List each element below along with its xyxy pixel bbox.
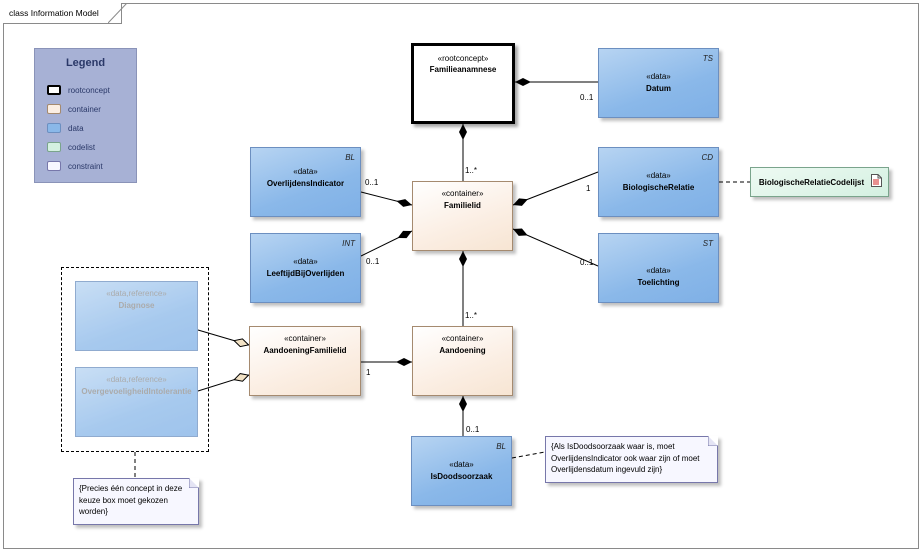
class-toelichting[interactable]: ST «data» Toelichting bbox=[598, 233, 719, 303]
legend-label: container bbox=[68, 104, 101, 114]
stereotype: «data,reference» bbox=[106, 289, 167, 298]
multiplicity-familielid: 1..* bbox=[465, 166, 478, 175]
class-name: Diagnose bbox=[118, 301, 155, 310]
legend-item-data: data bbox=[47, 122, 84, 134]
class-name: Aandoening bbox=[439, 346, 486, 355]
legend-label: constraint bbox=[68, 161, 103, 171]
class-name: BiologischeRelatie bbox=[622, 183, 695, 192]
note-doodsoorzaak-constraint: {Als IsDoodsoorzaak waar is, moet Overli… bbox=[545, 436, 718, 483]
multiplicity-overlijdensindicator: 0..1 bbox=[365, 178, 379, 187]
type-tag: CD bbox=[701, 153, 713, 162]
type-tag: INT bbox=[342, 239, 355, 248]
assoc-familielid-leeftijdbijoverlijden bbox=[360, 230, 413, 257]
class-datum[interactable]: TS «data» Datum bbox=[598, 48, 719, 118]
note-text: {Precies één concept in deze keuze box m… bbox=[79, 484, 183, 517]
note-fold-icon bbox=[708, 436, 718, 446]
note-text: {Als IsDoodsoorzaak waar is, moet Overli… bbox=[551, 442, 700, 475]
stereotype: «rootconcept» bbox=[437, 54, 489, 63]
class-name: AandoeningFamilielid bbox=[263, 346, 347, 355]
stereotype: «data,reference» bbox=[106, 375, 167, 384]
class-name: Familieanamnese bbox=[429, 65, 497, 74]
legend-item-container: container bbox=[47, 103, 101, 115]
class-overlijdensindicator[interactable]: BL «data» OverlijdensIndicator bbox=[250, 147, 361, 217]
legend-item-rootconcept: rootconcept bbox=[47, 84, 110, 96]
multiplicity-aandoeningfamilielid: 1 bbox=[366, 368, 371, 377]
type-tag: ST bbox=[702, 239, 713, 248]
legend-title: Legend bbox=[65, 57, 106, 69]
codelist-name: BiologischeRelatieCodelijst bbox=[758, 178, 865, 187]
assoc-familielid-biologischerelatie bbox=[512, 171, 599, 206]
type-tag: BL bbox=[345, 153, 355, 162]
stereotype: «data» bbox=[449, 460, 474, 469]
class-leeftijdbijoverlijden[interactable]: INT «data» LeeftijdBijOverlijden bbox=[250, 233, 361, 303]
multiplicity-toelichting: 0..1 bbox=[580, 258, 594, 267]
assoc-aandoeningfamilielid-diagnose bbox=[197, 329, 249, 345]
class-overgevoeligheidintolerantie[interactable]: «data,reference» OvergevoeligheidIntoler… bbox=[75, 367, 198, 437]
class-name: OvergevoeligheidIntolerantie bbox=[81, 387, 192, 396]
note-fold-icon bbox=[189, 478, 199, 488]
class-name: IsDoodsoorzaak bbox=[430, 472, 493, 481]
class-aandoening[interactable]: «container» Aandoening bbox=[412, 326, 513, 396]
stereotype: «data» bbox=[646, 171, 671, 180]
class-diagnose[interactable]: «data,reference» Diagnose bbox=[75, 281, 198, 351]
multiplicity-biologischerelatie: 1 bbox=[586, 184, 591, 193]
assoc-familielid-overlijdensindicator bbox=[360, 191, 413, 207]
stereotype: «data» bbox=[293, 167, 318, 176]
legend-label: data bbox=[68, 123, 84, 133]
codelist-icon bbox=[871, 174, 882, 187]
multiplicity-isdoodsoorzaak: 0..1 bbox=[466, 425, 480, 434]
type-tag: TS bbox=[702, 54, 713, 63]
legend: Legend rootconcept container data codeli… bbox=[34, 48, 137, 183]
class-name: Familielid bbox=[444, 201, 481, 210]
stereotype: «container» bbox=[441, 189, 484, 198]
codelist-biologischerelatiecodelijst[interactable]: BiologischeRelatieCodelijst bbox=[750, 167, 889, 197]
choice-box bbox=[61, 267, 209, 452]
stereotype: «container» bbox=[441, 334, 484, 343]
class-name: Toelichting bbox=[637, 278, 680, 287]
legend-item-codelist: codelist bbox=[47, 141, 95, 153]
class-aandoeningfamilielid[interactable]: «container» AandoeningFamilielid bbox=[249, 326, 361, 396]
multiplicity-datum: 0..1 bbox=[580, 93, 594, 102]
legend-swatch-container bbox=[47, 104, 61, 114]
multiplicity-aandoening: 1..* bbox=[465, 311, 478, 320]
stereotype: «data» bbox=[293, 257, 318, 266]
legend-swatch-constraint bbox=[47, 161, 61, 171]
note-choice-constraint: {Precies één concept in deze keuze box m… bbox=[73, 478, 199, 525]
class-name: OverlijdensIndicator bbox=[266, 179, 345, 188]
type-tag: BL bbox=[496, 442, 506, 451]
legend-swatch-codelist bbox=[47, 142, 61, 152]
legend-label: rootconcept bbox=[68, 85, 110, 95]
class-name: LeeftijdBijOverlijden bbox=[266, 269, 345, 278]
class-familieanamnese[interactable]: «rootconcept» Familieanamnese bbox=[411, 43, 515, 124]
stereotype: «container» bbox=[284, 334, 326, 343]
legend-swatch-rootconcept bbox=[47, 85, 61, 95]
class-name: Datum bbox=[646, 84, 671, 93]
class-familielid[interactable]: «container» Familielid bbox=[412, 181, 513, 251]
assoc-aandoeningfamilielid-overgevoeligheid bbox=[197, 375, 249, 392]
stereotype: «data» bbox=[646, 266, 671, 275]
class-isdoodsoorzaak[interactable]: BL «data» IsDoodsoorzaak bbox=[411, 436, 512, 506]
assoc-familielid-toelichting bbox=[512, 228, 599, 267]
legend-swatch-data bbox=[47, 123, 61, 133]
multiplicity-leeftijdbijoverlijden: 0..1 bbox=[366, 257, 380, 266]
legend-item-constraint: constraint bbox=[47, 160, 103, 172]
legend-label: codelist bbox=[68, 142, 96, 152]
stereotype: «data» bbox=[646, 72, 671, 81]
class-biologischerelatie[interactable]: CD «data» BiologischeRelatie bbox=[598, 147, 719, 217]
link-isdoodsoorzaak-note bbox=[511, 451, 546, 459]
